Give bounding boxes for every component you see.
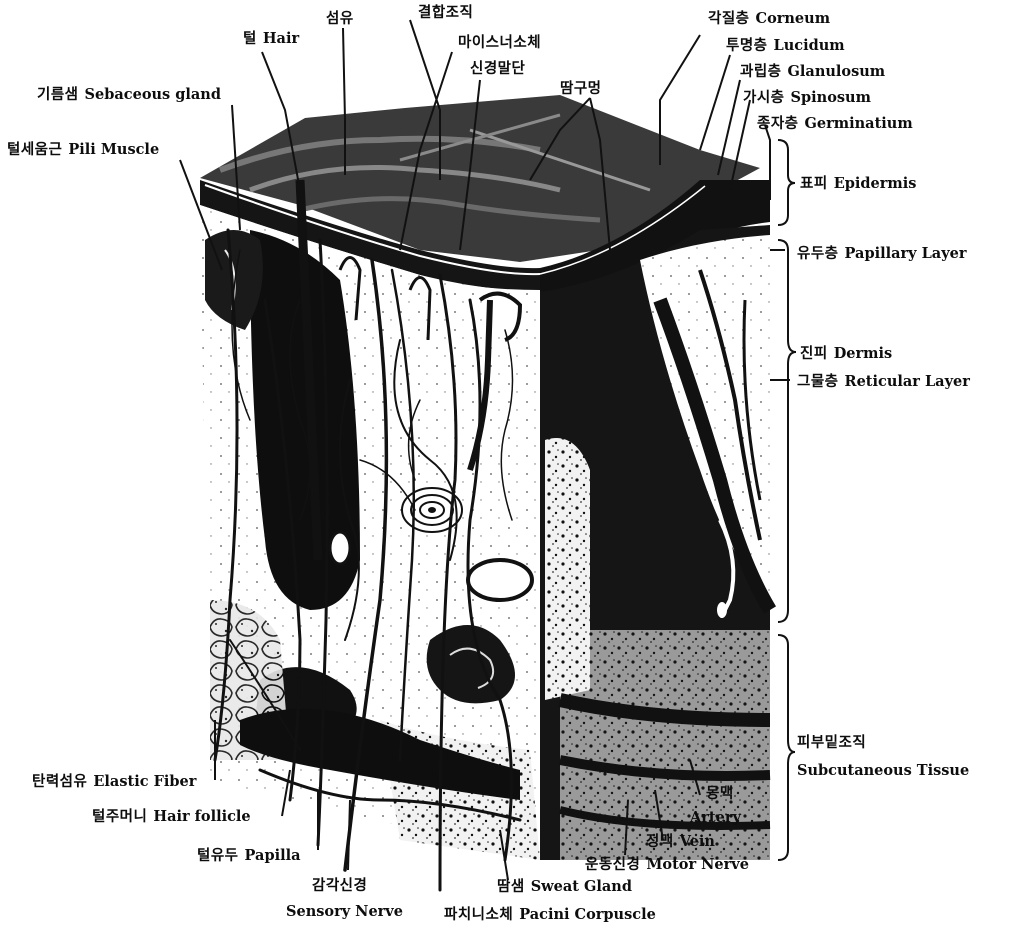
- label-pacini-corpuscle: 파치니소체Pacini Corpuscle: [444, 906, 656, 924]
- label-subcutaneous-ko: 피부밑조직: [797, 734, 866, 752]
- label-corneum: 각질층Corneum: [708, 10, 830, 28]
- label-erector: 섬유: [326, 10, 354, 28]
- label-reticular-layer: 그물층Reticular Layer: [797, 373, 970, 391]
- label-meissner-corpuscle: 마이스너소체: [458, 34, 541, 52]
- label-artery: Artery: [690, 809, 741, 827]
- label-hair: 털Hair: [243, 30, 299, 48]
- label-hair-follicle: 털주머니Hair follicle: [92, 808, 251, 826]
- label-sweat-pore: 땀구멍: [560, 80, 602, 98]
- label-epidermis: 표피Epidermis: [800, 175, 916, 193]
- label-elastic-fiber: 탄력섬유Elastic Fiber: [32, 773, 196, 791]
- label-connective-tissue: 결합조직: [418, 4, 473, 22]
- label-motor-nerve: 운동신경Motor Nerve: [585, 856, 749, 874]
- dermis-right-face: [540, 225, 770, 860]
- label-nerve-ending: 신경말단: [470, 60, 525, 78]
- label-pili-muscle: 털세움근Pili Muscle: [7, 141, 159, 159]
- label-papillary-layer: 유두층Papillary Layer: [797, 245, 967, 263]
- label-artery-ko: 동맥: [706, 785, 734, 803]
- label-spinosum: 가시층Spinosum: [743, 89, 871, 107]
- label-lucidum: 투명층Lucidum: [726, 37, 845, 55]
- label-germinatium: 종자층Germinatium: [757, 115, 913, 133]
- label-dermis: 진피Dermis: [800, 345, 892, 363]
- label-vein: 정맥Vein: [646, 833, 715, 851]
- layer-braces: [770, 140, 796, 860]
- label-papilla: 털유두Papilla: [197, 847, 301, 865]
- label-sensory-nerve: Sensory Nerve: [286, 903, 403, 921]
- label-sebaceous-gland: 기름샘Sebaceous gland: [37, 86, 221, 104]
- label-sweat-gland: 땀샘Sweat Gland: [497, 878, 632, 896]
- label-sensory-ko: 감각신경: [312, 877, 367, 895]
- label-subcutaneous-tissue: Subcutaneous Tissue: [797, 762, 969, 780]
- label-granulosum: 과립층Glanulosum: [740, 63, 885, 81]
